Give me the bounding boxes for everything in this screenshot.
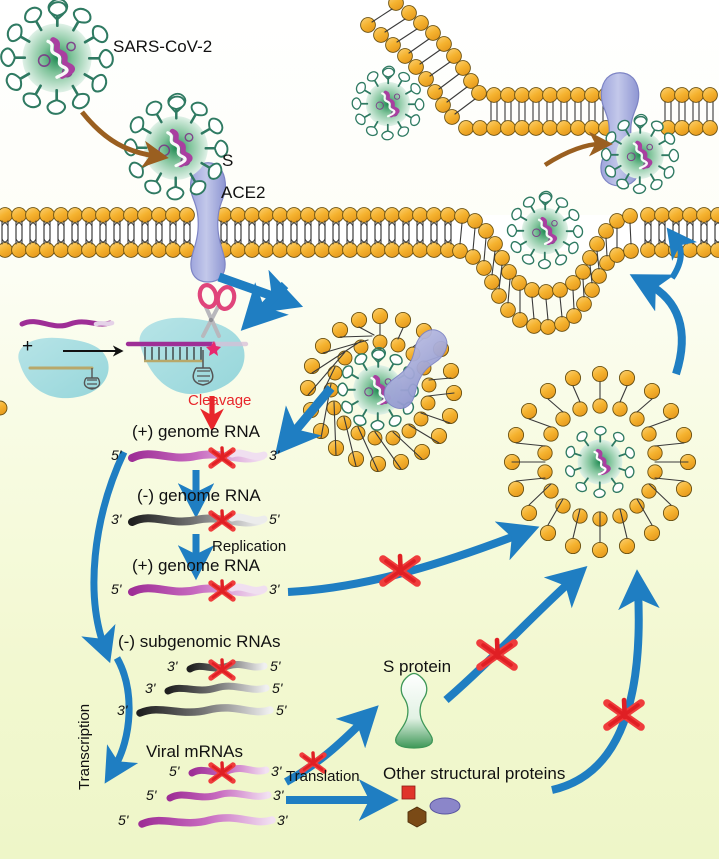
- end-5p-mrna-3: 5': [118, 812, 129, 828]
- end-3p-sub-3: 3': [117, 702, 128, 718]
- arrow-exocytosis-up: [666, 227, 698, 280]
- label-minus-genome-rna: (-) genome RNA: [137, 486, 261, 505]
- end-5p-mrna-2: 5': [146, 787, 157, 803]
- exocytic-vesicle: [503, 365, 697, 559]
- arrow-other-proteins-to-assembly: [551, 569, 660, 794]
- arrow-translation-s-protein: [284, 705, 379, 786]
- strand-plus-genome-rna-2: [128, 583, 268, 597]
- s-protein-icon: [394, 672, 434, 749]
- strand-minus-subgenomic-3: [136, 704, 274, 717]
- label-replication: Replication: [212, 538, 287, 555]
- strand-viral-mrna-3: [138, 814, 276, 828]
- virion-inside-vesicle: [562, 424, 638, 500]
- arrow-sprotein-to-assembly: [443, 566, 588, 704]
- end-3p-genome-1: 3': [269, 447, 280, 463]
- arrow-transcription-1: [81, 450, 128, 664]
- arrow-vesicle-to-membrane: [629, 274, 686, 376]
- end-5p-mrna-1: 5': [169, 763, 180, 779]
- label-plus-genome-rna-2: (+) genome RNA: [132, 556, 261, 575]
- cleavage-x-sprotein-path: [480, 640, 514, 667]
- end-3p-genome-2: 3': [269, 581, 280, 597]
- label-sars-cov-2: SARS-CoV-2: [113, 37, 213, 56]
- crispr-cas-complex: [18, 283, 249, 432]
- end-5p-genome-1: 5': [111, 447, 122, 463]
- other-structural-proteins-icons: [401, 785, 461, 828]
- label-plus-sign: +: [22, 336, 34, 357]
- end-3p-sub-2: 3': [145, 680, 156, 696]
- arrow-uncoating-to-rna: [274, 385, 335, 455]
- e-protein-icon: [407, 806, 427, 828]
- label-ace2: ACE2: [221, 183, 266, 202]
- strand-minus-genome-rna: [128, 513, 268, 527]
- m-protein-icon: [401, 785, 416, 800]
- target-rna-free: [19, 319, 115, 329]
- label-cleavage: Cleavage: [188, 392, 252, 409]
- end-3p-mrna-1: 3': [271, 763, 282, 779]
- strand-viral-mrna-2: [166, 789, 272, 802]
- end-5p-sub-2: 5': [272, 680, 283, 696]
- label-viral-mrnas: Viral mRNAs: [146, 742, 243, 761]
- scissors-icon: [197, 283, 237, 338]
- label-spike-protein: S: [222, 151, 234, 170]
- arrow-transcription-2: [104, 656, 139, 784]
- end-3p-sub-1: 3': [167, 658, 178, 674]
- end-3p-mrna-3: 3': [277, 812, 288, 828]
- label-plus-genome-rna-1: (+) genome RNA: [132, 422, 261, 441]
- virion-extracellular-mid: [350, 64, 426, 142]
- n-protein-icon: [429, 797, 461, 815]
- cas-protein-blob-free: [18, 337, 109, 399]
- label-minus-subgenomic-rnas: (-) subgenomic RNAs: [118, 632, 281, 651]
- end-5p-sub-3: 5': [276, 702, 287, 718]
- label-transcription: Transcription: [76, 703, 93, 790]
- end-3p-minus-genome: 3': [111, 511, 122, 527]
- endocytic-pit: [452, 208, 639, 335]
- arrow-virus-approach: [80, 110, 169, 168]
- cas-protein-blob-bound: [125, 317, 249, 395]
- arrow-genome-to-assembly: [287, 521, 540, 596]
- strand-minus-subgenomic-2: [164, 682, 270, 695]
- label-other-structural-proteins: Other structural proteins: [383, 764, 566, 783]
- arrow-pit-to-endosome: [240, 281, 289, 331]
- label-s-protein: S protein: [383, 657, 452, 676]
- arrow-virus-release: [543, 131, 613, 167]
- end-5p-minus-genome: 5': [269, 511, 280, 527]
- end-5p-genome-2: 5': [111, 581, 122, 597]
- label-translation: Translation: [286, 768, 360, 785]
- end-3p-mrna-2: 3': [273, 787, 284, 803]
- virion-free-topleft: [1, 0, 113, 114]
- ace2-in-endosome: [383, 329, 448, 409]
- end-5p-sub-1: 5': [270, 658, 281, 674]
- strand-plus-genome-rna-1: [128, 449, 268, 463]
